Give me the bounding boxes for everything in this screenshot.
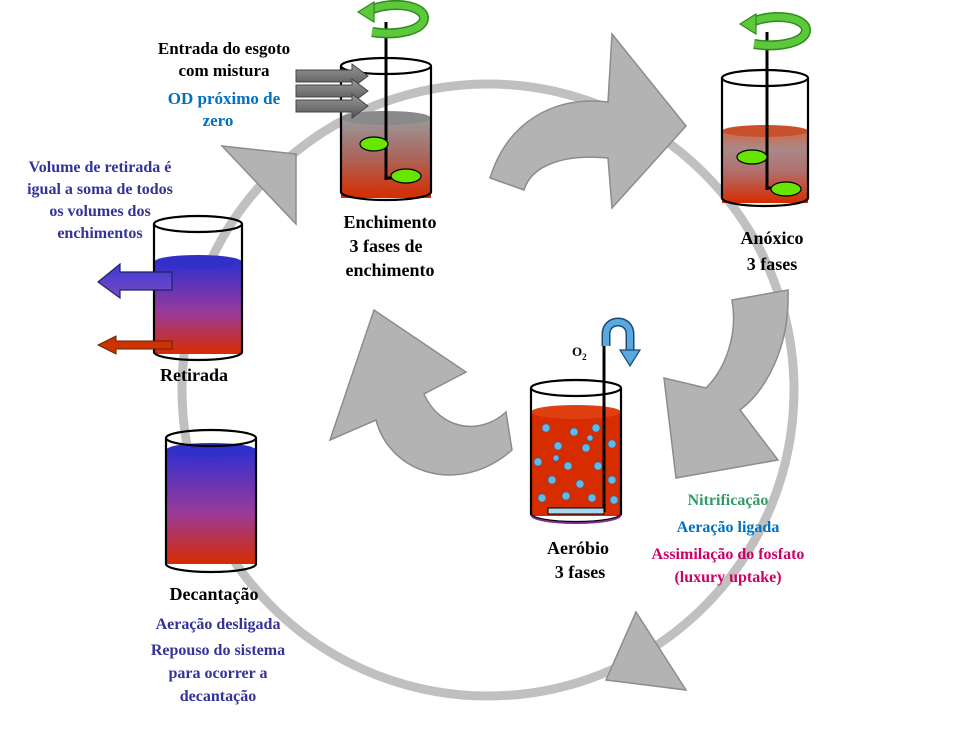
retirada-label: Retirada bbox=[160, 365, 228, 385]
inlet-title-line-2: com mistura bbox=[178, 61, 270, 80]
inlet-arrows-icon bbox=[295, 63, 369, 119]
anoxico-label-line-2: 3 fases bbox=[747, 254, 798, 274]
o2-main: O bbox=[572, 344, 582, 359]
decantacao-note-2: Repouso do sistema bbox=[151, 642, 285, 659]
retirada-note-1: Volume de retirada é bbox=[29, 159, 172, 176]
decantacao-note-1: Aeração desligada bbox=[156, 616, 281, 633]
inlet-note-line-1: OD próximo de bbox=[168, 89, 281, 108]
curved-arrow-bottom bbox=[328, 308, 513, 476]
rotation-arrow-icon bbox=[356, 0, 430, 39]
o2-symbol: O2 bbox=[572, 344, 587, 362]
aerobio-note-nitrificacao: Nitrificação bbox=[688, 492, 769, 509]
rotation-arrow-icon bbox=[738, 11, 812, 51]
withdrawal-arrow-red-icon bbox=[96, 335, 173, 355]
cycle-ring bbox=[177, 79, 799, 701]
retirada-note-3: os volumes dos bbox=[49, 203, 150, 220]
aerobio-label-line-2: 3 fases bbox=[555, 562, 606, 582]
aerobio-tank bbox=[529, 346, 623, 524]
aerobio-label-line-1: Aeróbio bbox=[547, 538, 609, 558]
o2-outflow-arrow-icon bbox=[601, 317, 642, 368]
inlet-note-line-2: zero bbox=[203, 111, 234, 130]
aerobio-note-aeracao: Aeração ligada bbox=[677, 519, 780, 536]
decantacao-label: Decantação bbox=[170, 584, 259, 604]
ring-arrowhead-left bbox=[220, 145, 297, 226]
enchimento-label-line-1: Enchimento bbox=[343, 212, 436, 232]
decantacao-note-3: para ocorrer a bbox=[169, 665, 268, 682]
enchimento-tank bbox=[339, 22, 433, 202]
anoxico-label-line-1: Anóxico bbox=[741, 228, 804, 248]
curved-arrow-top bbox=[489, 32, 687, 210]
o2-subscript: 2 bbox=[582, 352, 587, 362]
retirada-note-2: igual a soma de todos bbox=[27, 181, 173, 198]
anoxico-tank bbox=[720, 32, 810, 208]
ring-arrowhead-bottom bbox=[604, 610, 688, 691]
decantacao-note-4: decantação bbox=[180, 688, 256, 705]
decantacao-tank bbox=[164, 428, 258, 574]
aerobio-note-assimilacao: Assimilação do fosfato bbox=[652, 546, 805, 563]
aerobio-note-luxury: (luxury uptake) bbox=[674, 569, 781, 586]
enchimento-label-line-3: enchimento bbox=[346, 260, 435, 280]
enchimento-label-line-2: 3 fases de bbox=[350, 236, 423, 256]
retirada-note-4: enchimentos bbox=[57, 225, 142, 242]
withdrawal-arrow-blue-icon bbox=[97, 262, 173, 300]
curved-arrow-right bbox=[663, 289, 789, 479]
inlet-title-line-1: Entrada do esgoto bbox=[158, 39, 290, 58]
